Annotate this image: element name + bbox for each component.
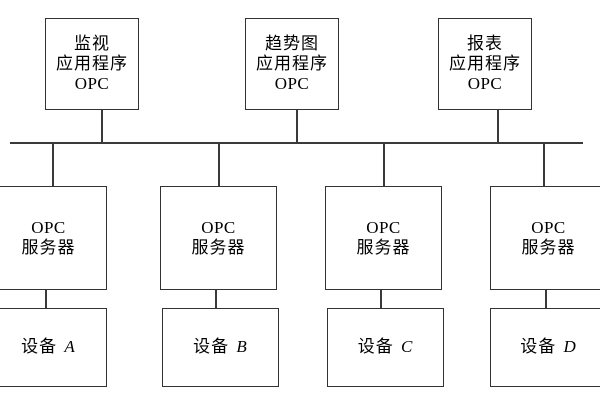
node-line-2: 应用程序 [256, 53, 328, 73]
connector-bus-to-srv-0 [52, 143, 54, 187]
connector-srv-0-to-dev-0 [45, 290, 47, 309]
connector-bus-to-srv-3 [543, 143, 545, 187]
device-label: 设备 C [357, 337, 414, 357]
node-line-2: 应用程序 [449, 53, 521, 73]
node-line-3: OPC [274, 74, 310, 94]
device-node-d[interactable]: 设备 D [490, 308, 600, 387]
connector-bus-to-srv-1 [218, 143, 220, 187]
opc-server-node-2[interactable]: OPC 服务器 [325, 186, 442, 290]
connector-srv-1-to-dev-1 [215, 290, 217, 309]
node-line-2: 应用程序 [56, 53, 128, 73]
device-tag: C [400, 337, 414, 357]
device-tag: D [563, 337, 577, 357]
opc-server-node-1[interactable]: OPC 服务器 [160, 186, 277, 290]
node-line-1: OPC [31, 217, 66, 237]
node-line-2: 服务器 [356, 238, 411, 257]
connector-srv-2-to-dev-2 [380, 290, 382, 309]
device-node-a[interactable]: 设备 A [0, 308, 107, 387]
node-line-3: OPC [467, 74, 503, 94]
node-line-1: OPC [201, 217, 236, 237]
device-label: 设备 A [21, 337, 76, 357]
device-label: 设备 B [193, 337, 248, 357]
node-line-1: OPC [531, 217, 566, 237]
connector-srv-3-to-dev-3 [545, 290, 547, 309]
connector-app-0-to-bus [101, 110, 103, 143]
device-tag: B [236, 337, 248, 357]
node-line-1: 报表 [467, 33, 503, 53]
node-line-2: 服务器 [521, 238, 576, 257]
application-node-report[interactable]: 报表 应用程序 OPC [438, 18, 532, 110]
device-node-b[interactable]: 设备 B [162, 308, 279, 387]
node-line-2: 服务器 [21, 238, 76, 257]
device-tag: A [64, 337, 76, 357]
application-node-trend-chart[interactable]: 趋势图 应用程序 OPC [245, 18, 339, 110]
node-line-1: OPC [366, 217, 401, 237]
node-line-2: 服务器 [191, 238, 246, 257]
opc-server-node-0[interactable]: OPC 服务器 [0, 186, 107, 290]
connector-bus-to-srv-2 [383, 143, 385, 187]
network-bus-line [10, 142, 583, 144]
connector-app-2-to-bus [497, 110, 499, 143]
node-line-1: 趋势图 [265, 33, 319, 53]
application-node-monitoring[interactable]: 监视 应用程序 OPC [45, 18, 139, 110]
opc-server-node-3[interactable]: OPC 服务器 [490, 186, 600, 290]
device-node-c[interactable]: 设备 C [327, 308, 444, 387]
connector-app-1-to-bus [296, 110, 298, 143]
node-line-1: 监视 [74, 33, 110, 53]
node-line-3: OPC [74, 74, 110, 94]
device-label: 设备 D [520, 337, 577, 357]
